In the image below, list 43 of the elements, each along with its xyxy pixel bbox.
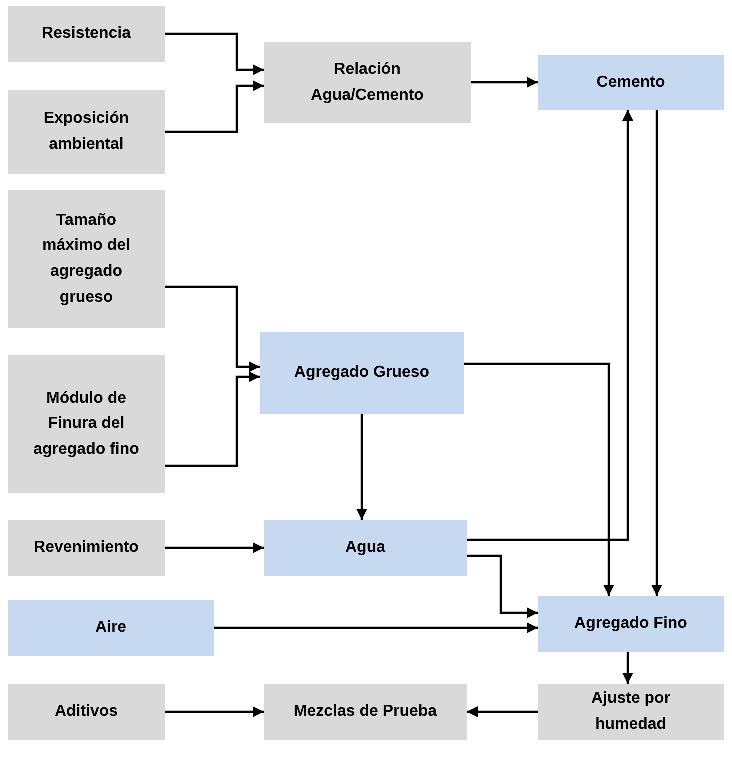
box-label: Aire xyxy=(95,618,127,638)
process-box xyxy=(264,684,467,740)
arrow xyxy=(165,80,264,134)
arrow xyxy=(165,542,264,554)
process-box xyxy=(8,600,214,656)
process-box xyxy=(264,42,471,123)
process-box xyxy=(538,596,724,652)
box-label: Exposición ambiental xyxy=(42,109,130,155)
arrow xyxy=(214,622,538,634)
box-label: Cemento xyxy=(596,72,666,93)
box-label: Resistencia xyxy=(42,24,131,44)
process-box xyxy=(8,190,165,328)
box-label: Agregado Fino xyxy=(574,614,688,634)
arrow xyxy=(471,77,538,88)
process-box xyxy=(8,355,165,493)
box-label: Mezclas de Prueba xyxy=(294,702,438,722)
arrow xyxy=(165,706,264,718)
box-label: Agregado Grueso xyxy=(294,363,430,384)
arrow xyxy=(464,362,614,596)
arrow xyxy=(652,110,662,596)
process-box xyxy=(538,684,724,740)
box-label: Aditivos xyxy=(54,702,118,722)
arrow xyxy=(165,286,260,372)
process-box xyxy=(8,684,165,740)
process-box xyxy=(8,520,165,576)
box-label: Tamaño máximo del agregado grueso xyxy=(41,210,132,308)
box-label: Relación Agua/Cemento xyxy=(310,60,425,106)
arrow xyxy=(467,706,538,718)
process-box xyxy=(8,6,165,62)
box-label: Revenimiento xyxy=(34,538,139,558)
box-label: Ajuste por humedad xyxy=(590,689,672,735)
arrow xyxy=(165,372,260,468)
process-box xyxy=(260,332,464,414)
arrow xyxy=(467,554,538,618)
process-box xyxy=(8,90,165,174)
arrow xyxy=(467,110,634,542)
arrow xyxy=(356,414,368,520)
process-box xyxy=(264,520,467,576)
box-label: Agua xyxy=(346,538,386,558)
arrow xyxy=(165,32,264,76)
box-label: Módulo de Finura del agregado fino xyxy=(32,388,140,460)
arrow xyxy=(622,652,634,684)
process-box xyxy=(538,55,724,110)
